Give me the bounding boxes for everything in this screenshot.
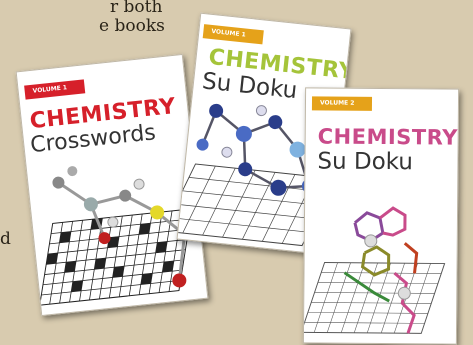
background-text-line2: e books <box>99 16 165 36</box>
sudoku-molecule-illustration <box>177 103 336 247</box>
volume-banner: VOLUME 2 <box>311 96 373 111</box>
background-text-line1: r both <box>110 0 163 17</box>
sudoku-structure-illustration <box>303 206 446 334</box>
volume-banner: VOLUME 1 <box>202 24 264 45</box>
book-cover-sudoku-volume2[interactable]: VOLUME 2 CHEMISTRY Su Doku <box>302 87 460 345</box>
book-title-line1: CHEMISTRY <box>317 124 459 150</box>
crossword-illustration <box>39 166 193 306</box>
volume-banner: VOLUME 1 <box>24 79 86 100</box>
book-cover-crosswords[interactable]: VOLUME 1 CHEMISTRY Crosswords <box>15 53 209 317</box>
book-cover-sudoku-volume1[interactable]: VOLUME 1 CHEMISTRY Su Doku <box>176 12 352 256</box>
background-text-line3: d <box>0 229 11 249</box>
book-title-line2: Su Doku <box>317 148 414 176</box>
